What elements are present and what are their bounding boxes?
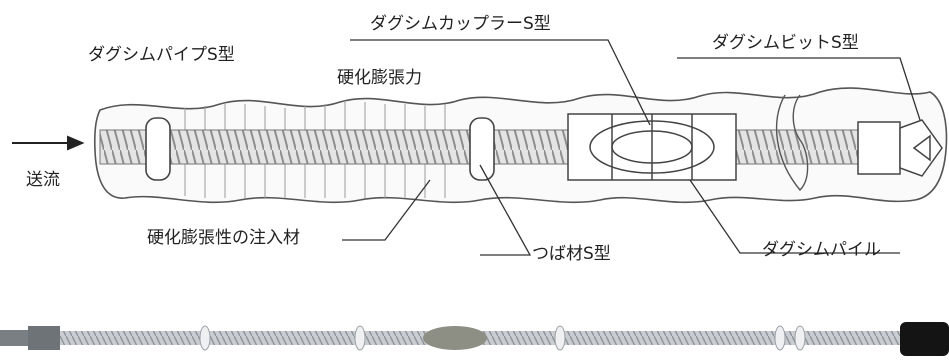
label-pile: ダグシムパイル [762, 240, 881, 260]
label-flange: つば材S型 [532, 244, 611, 264]
label-flow: 送流 [26, 170, 60, 190]
flow-arrow [12, 135, 85, 151]
label-expansion: 硬化膨張力 [337, 68, 422, 88]
wire-loop [775, 94, 809, 192]
label-pipe: ダグシムパイプS型 [88, 45, 235, 65]
label-coupler: ダグシムカップラーS型 [370, 14, 551, 34]
label-injection: 硬化膨張性の注入材 [147, 228, 300, 248]
bit [857, 119, 943, 177]
pile-photo [0, 322, 949, 360]
leader-lines [342, 39, 921, 256]
label-bit: ダグシムビットS型 [712, 33, 859, 53]
flange-right [469, 117, 495, 181]
flange-left [145, 117, 171, 181]
coupler [567, 113, 737, 181]
